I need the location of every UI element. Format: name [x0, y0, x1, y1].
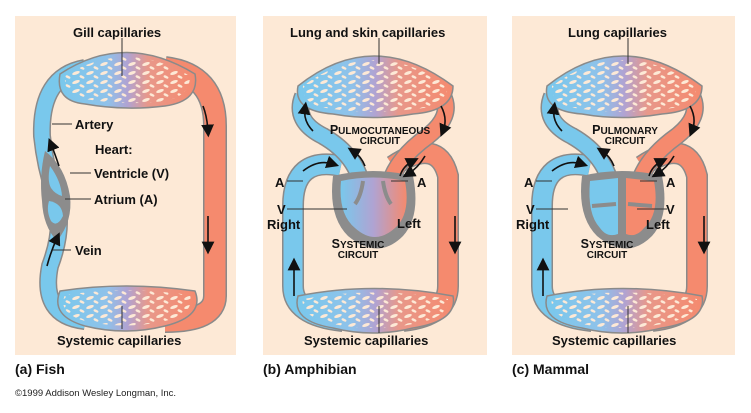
panel-amphibian: Lung and skin capillaries PULMOCUTANEOUS…	[263, 16, 487, 355]
panel-mammal: Lung capillaries PULMONARY CIRCUIT A A V…	[512, 16, 735, 355]
ventricle-right-side-label: V	[526, 202, 535, 217]
caption-amphibian: (b) Amphibian	[263, 361, 357, 377]
ventricle-left-side-label: V	[666, 202, 675, 217]
systemic-capillaries-label: Systemic capillaries	[552, 333, 677, 348]
flow-arrow	[46, 232, 61, 267]
fish-heart	[41, 151, 71, 241]
ventricle-label: V	[277, 202, 286, 217]
atrium-right-side-label: A	[275, 175, 285, 190]
atrium-right-side-label: A	[524, 175, 534, 190]
right-side-label: Right	[516, 217, 550, 232]
heart-label: Heart:	[95, 142, 133, 157]
flow-arrow	[439, 105, 452, 137]
flow-arrow	[47, 138, 60, 167]
lung-skin-capillaries-label: Lung and skin capillaries	[290, 25, 446, 40]
atrium-left-side-label: A	[417, 175, 427, 190]
mammal-circulation-drawing	[531, 38, 711, 334]
flow-arrow	[297, 101, 314, 132]
lung-capillaries-label: Lung capillaries	[568, 25, 667, 40]
copyright-notice: ©1999 Addison Wesley Longman, Inc.	[15, 388, 177, 399]
pulmonary-circuit-label: PULMONARY CIRCUIT	[592, 123, 658, 147]
panel-fish: Gill capillaries Artery Heart: Ventricle…	[15, 16, 236, 355]
flow-arrow	[302, 155, 340, 172]
systemic-capillaries-label: Systemic capillaries	[304, 333, 429, 348]
flow-arrow	[546, 101, 563, 132]
artery-label: Artery	[75, 117, 114, 132]
flow-arrow	[551, 155, 589, 172]
caption-mammal: (c) Mammal	[512, 361, 590, 377]
vein-label: Vein	[75, 243, 102, 258]
pulmocutaneous-circuit-label: PULMOCUTANEOUS CIRCUIT	[329, 123, 431, 147]
ventricle-label: Ventricle (V)	[94, 166, 170, 181]
systemic-circuit-label: SYSTEMIC CIRCUIT	[580, 237, 634, 261]
fish-circulation-drawing	[32, 38, 227, 333]
flow-arrow	[596, 147, 615, 167]
flow-arrow	[688, 105, 701, 137]
left-side-label: Left	[646, 217, 670, 232]
atrium-label: Atrium (A)	[94, 192, 158, 207]
flow-arrow	[201, 105, 214, 138]
flow-arrow	[648, 158, 668, 177]
flow-arrow	[347, 147, 366, 167]
amphibian-circulation-drawing	[282, 38, 462, 334]
left-side-label: Left	[397, 216, 421, 231]
systemic-capillaries-label: Systemic capillaries	[57, 333, 182, 348]
atrium-left-side-label: A	[666, 175, 676, 190]
caption-fish: (a) Fish	[15, 361, 65, 377]
right-side-label: Right	[267, 217, 301, 232]
systemic-circuit-label: SYSTEMIC CIRCUIT	[331, 237, 385, 261]
gill-capillaries-label: Gill capillaries	[73, 25, 162, 40]
flow-arrow	[399, 158, 419, 177]
